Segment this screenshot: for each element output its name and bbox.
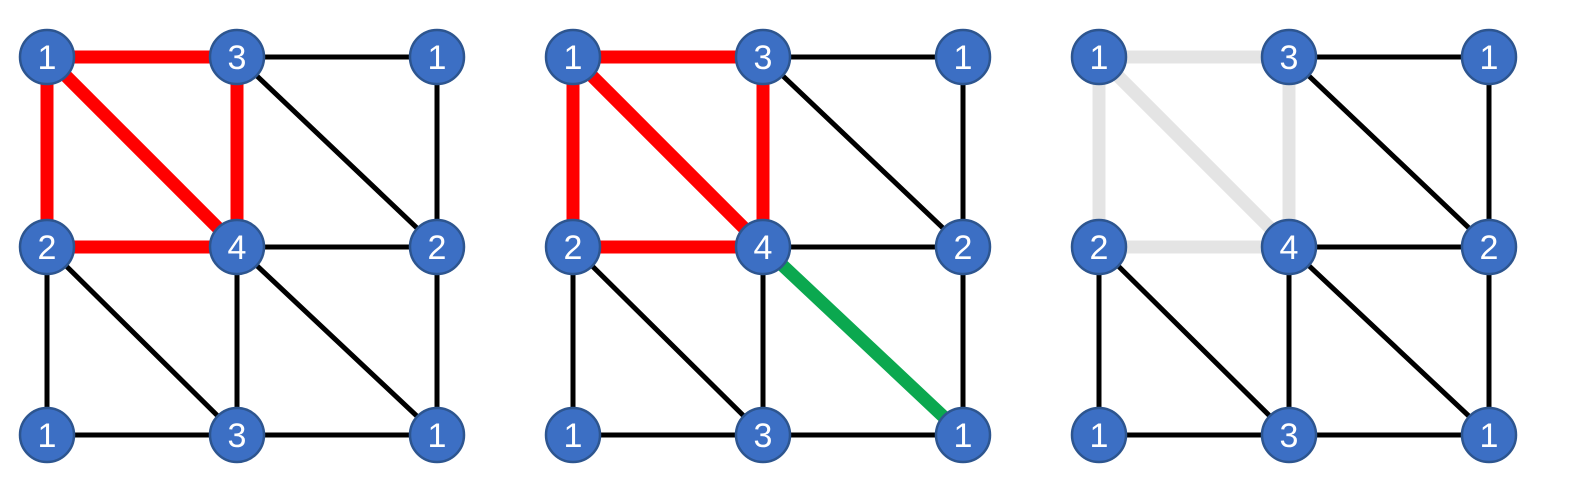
edge-layer	[566, 50, 968, 440]
graph-edge[interactable]	[761, 55, 965, 249]
graph-node[interactable]: 1	[1070, 28, 1128, 86]
graph-node[interactable]: 3	[1260, 406, 1318, 464]
node-circle[interactable]	[18, 406, 76, 464]
graph-edge[interactable]	[235, 55, 439, 249]
graph-edge[interactable]	[1094, 52, 1294, 252]
node-circle[interactable]	[1070, 406, 1128, 464]
edge-layer	[40, 50, 440, 438]
graph-node[interactable]: 3	[734, 406, 792, 464]
node-circle[interactable]	[1460, 28, 1518, 86]
edge-layer	[1092, 50, 1492, 438]
graph-node[interactable]: 1	[1460, 28, 1518, 86]
node-circle[interactable]	[734, 406, 792, 464]
node-circle[interactable]	[18, 28, 76, 86]
node-circle[interactable]	[1460, 218, 1518, 276]
graph-node[interactable]: 2	[544, 218, 602, 276]
graph-edge[interactable]	[235, 245, 439, 437]
node-circle[interactable]	[408, 406, 466, 464]
graph-node[interactable]: 3	[208, 28, 266, 86]
graph-node[interactable]: 4	[734, 218, 792, 276]
graph-svg: 1 3 1 2 4 2 1 3 1	[544, 28, 992, 464]
graph-node[interactable]: 1	[1460, 406, 1518, 464]
node-circle[interactable]	[544, 406, 602, 464]
node-circle[interactable]	[934, 28, 992, 86]
graph-node[interactable]: 2	[934, 218, 992, 276]
graph-node[interactable]: 2	[408, 218, 466, 276]
node-layer: 1 3 1 2 4 2 1 3 1	[544, 28, 992, 464]
graph-node[interactable]: 4	[208, 218, 266, 276]
graph-edge[interactable]	[42, 52, 242, 252]
panel-red-subgraph-with-green-edge: 1 3 1 2 4 2 1 3 1	[526, 0, 1052, 490]
node-circle[interactable]	[734, 28, 792, 86]
node-circle[interactable]	[1070, 218, 1128, 276]
graph-edge[interactable]	[1287, 55, 1491, 249]
node-circle[interactable]	[544, 28, 602, 86]
panel-faded-subgraph: 1 3 1 2 4 2 1 3 1	[1052, 0, 1578, 490]
panel-red-subgraph: 1 3 1 2 4 2 1 3 1	[0, 0, 526, 490]
graph-node[interactable]: 2	[1070, 218, 1128, 276]
node-circle[interactable]	[18, 218, 76, 276]
node-circle[interactable]	[934, 218, 992, 276]
graph-node[interactable]: 3	[208, 406, 266, 464]
graph-edge[interactable]	[571, 245, 765, 437]
graph-node[interactable]: 1	[18, 406, 76, 464]
graph-node[interactable]: 2	[1460, 218, 1518, 276]
graph-edge[interactable]	[1287, 245, 1491, 437]
node-circle[interactable]	[1260, 406, 1318, 464]
graph-node[interactable]: 1	[934, 28, 992, 86]
graph-node[interactable]: 1	[408, 28, 466, 86]
graph-node[interactable]: 1	[934, 406, 992, 464]
graph-node[interactable]: 2	[18, 218, 76, 276]
graph-node[interactable]: 4	[1260, 218, 1318, 276]
node-circle[interactable]	[1070, 28, 1128, 86]
graph-edge[interactable]	[758, 242, 968, 440]
node-circle[interactable]	[208, 28, 266, 86]
graph-node[interactable]: 1	[1070, 406, 1128, 464]
node-circle[interactable]	[734, 218, 792, 276]
node-circle[interactable]	[934, 406, 992, 464]
graph-node[interactable]: 1	[544, 406, 602, 464]
node-circle[interactable]	[208, 406, 266, 464]
graph-edge[interactable]	[568, 52, 768, 252]
graph-edge[interactable]	[1097, 245, 1291, 437]
graph-node[interactable]: 3	[1260, 28, 1318, 86]
graph-edge[interactable]	[45, 245, 239, 437]
node-circle[interactable]	[1460, 406, 1518, 464]
node-circle[interactable]	[544, 218, 602, 276]
node-circle[interactable]	[1260, 28, 1318, 86]
graph-node[interactable]: 1	[408, 406, 466, 464]
node-circle[interactable]	[208, 218, 266, 276]
node-circle[interactable]	[1260, 218, 1318, 276]
node-circle[interactable]	[408, 218, 466, 276]
graph-node[interactable]: 1	[544, 28, 602, 86]
graph-svg: 1 3 1 2 4 2 1 3 1	[18, 28, 466, 464]
graph-node[interactable]: 1	[18, 28, 76, 86]
node-circle[interactable]	[408, 28, 466, 86]
graph-node[interactable]: 3	[734, 28, 792, 86]
graph-svg: 1 3 1 2 4 2 1 3 1	[1070, 28, 1518, 464]
